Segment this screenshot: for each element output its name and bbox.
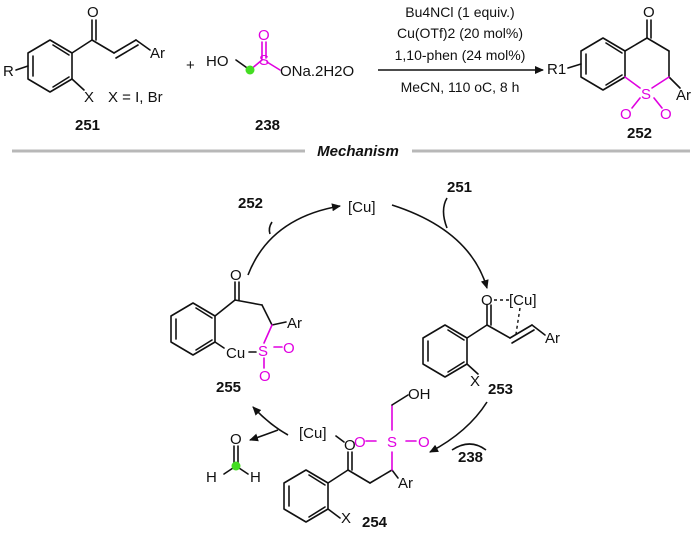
sm2-salt: ONa.2H2O xyxy=(280,63,354,80)
compound-label-252: 252 xyxy=(627,125,652,142)
i255-sulfonyl-o1: O xyxy=(283,340,295,357)
reaction-conditions: Bu4NCl (1 equiv.) Cu(OTf)2 (20 mol%) 1,1… xyxy=(378,4,544,95)
compound-label-255: 255 xyxy=(216,379,241,396)
i254-sulfonyl-o2: O xyxy=(418,434,430,451)
i255-sulfur: S xyxy=(258,343,268,360)
catalyst-label: [Cu] xyxy=(348,199,376,216)
compound-label-251: 251 xyxy=(75,117,100,134)
sm2-s-oxygen: O xyxy=(258,27,270,44)
catalytic-cycle: [Cu] 251 252 238 xyxy=(238,179,489,466)
formaldehyde-h1: H xyxy=(206,469,217,486)
formaldehyde-oxygen: O xyxy=(230,431,242,448)
sm1-x-note: X = I, Br xyxy=(108,89,163,106)
sm1-carbonyl-o: O xyxy=(87,4,99,21)
exit-arrow-252 xyxy=(268,221,273,235)
i255-sulfonyl-o2: O xyxy=(259,368,271,385)
product-sulfonyl-o2: O xyxy=(660,106,672,123)
condition-line-1: Bu4NCl (1 equiv.) xyxy=(405,4,514,20)
sm2-hydroxyl: HO xyxy=(206,53,229,70)
sm1-r-group: R xyxy=(3,63,14,80)
product-aryl: Ar xyxy=(676,87,691,104)
i253-aryl: Ar xyxy=(545,330,560,347)
compound-label-238: 238 xyxy=(255,117,280,134)
i254-oxygen: O xyxy=(344,437,356,454)
cycle-arrow-cu-to-253 xyxy=(391,204,489,289)
cycle-input-238: 238 xyxy=(458,449,483,466)
cycle-arrow-254-to-255 xyxy=(252,406,289,436)
intermediate-254: [Cu] O S O O OH Ar X 254 xyxy=(283,386,431,531)
product-sulfur: S xyxy=(641,86,651,103)
cycle-arrow-253-to-254 xyxy=(429,401,488,453)
entry-arrow-251 xyxy=(442,197,448,229)
cycle-input-251: 251 xyxy=(447,179,472,196)
formaldehyde: O H H xyxy=(206,431,261,486)
carbon-dot xyxy=(245,65,255,75)
intermediate-253: O [Cu] Ar X 253 xyxy=(422,292,560,398)
intermediate-255: O Cu S O O Ar 255 xyxy=(170,267,302,396)
i255-aryl: Ar xyxy=(287,315,302,332)
cycle-output-252: 252 xyxy=(238,195,263,212)
compound-label-253: 253 xyxy=(488,381,513,398)
i255-carbonyl-o: O xyxy=(230,267,242,284)
i254-copper: [Cu] xyxy=(299,425,327,442)
plus-sign: + xyxy=(186,57,195,74)
formaldehyde-h2: H xyxy=(250,469,261,486)
mechanism-heading: Mechanism xyxy=(317,143,399,160)
condition-line-2: Cu(OTf)2 (20 mol%) xyxy=(397,25,523,41)
sm2-sulfur: S xyxy=(259,52,269,69)
compound-252: O S O O Ar R1 252 xyxy=(547,4,691,142)
i254-hydroxyl: OH xyxy=(408,386,431,403)
i253-x-group: X xyxy=(470,373,480,390)
compound-251: O Ar R X X = I, Br 251 xyxy=(3,4,165,134)
i254-sulfur: S xyxy=(387,434,397,451)
product-r-group: R1 xyxy=(547,61,566,78)
i254-x-group: X xyxy=(341,510,351,527)
i253-copper: [Cu] xyxy=(509,292,537,309)
product-sulfonyl-o1: O xyxy=(620,106,632,123)
compound-238: HO S O ONa.2H2O 238 xyxy=(206,27,354,134)
cycle-arrow-255-to-cu xyxy=(247,203,341,276)
exit-arrow-formaldehyde xyxy=(249,429,279,442)
compound-label-254: 254 xyxy=(362,514,388,531)
product-carbonyl-o: O xyxy=(643,4,655,21)
sm1-x-group: X xyxy=(84,89,94,106)
i254-aryl: Ar xyxy=(398,475,413,492)
i253-carbonyl-o: O xyxy=(481,292,493,309)
entry-arrow-238 xyxy=(451,443,487,451)
sm1-aryl: Ar xyxy=(150,45,165,62)
i255-copper: Cu xyxy=(226,345,245,362)
i254-sulfonyl-o1: O xyxy=(354,434,366,451)
condition-line-4: MeCN, 110 oC, 8 h xyxy=(401,79,520,95)
condition-line-3: 1,10-phen (24 mol%) xyxy=(395,47,526,63)
formaldehyde-carbon-dot xyxy=(231,461,241,471)
